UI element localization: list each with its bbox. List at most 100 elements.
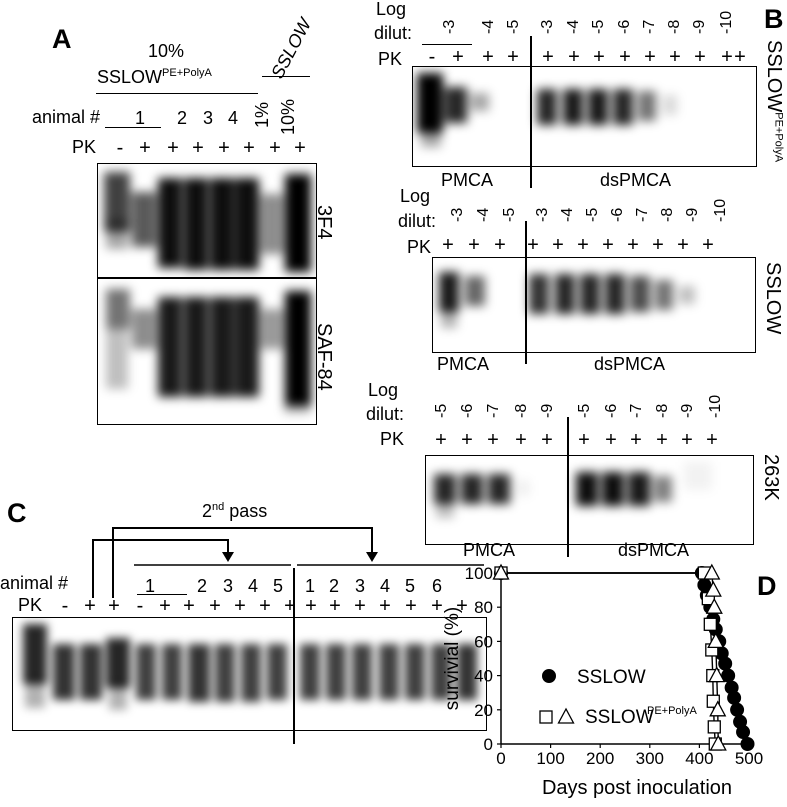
panel-c-pk-14: + bbox=[405, 595, 417, 617]
panel-a-animal-2: 2 bbox=[176, 108, 187, 128]
panel-b-gel2-pk-7: + bbox=[627, 234, 639, 256]
panel-c-gel-bands bbox=[23, 624, 477, 710]
panel-c-second-pass-sup: nd bbox=[212, 501, 225, 513]
chart-series-0-point-15 bbox=[736, 725, 751, 740]
panel-a-pk-1: + bbox=[139, 137, 151, 159]
panel-a-pk-label: PK bbox=[72, 137, 97, 157]
chart-x-tick-label-5: 500 bbox=[735, 749, 763, 768]
panel-c-group2-animal-1: 2 bbox=[328, 576, 339, 596]
chart-series-2-point-2 bbox=[704, 580, 722, 597]
panel-b-gel2-pk-9: + bbox=[677, 234, 689, 256]
panel-b-gel2-divider bbox=[525, 221, 527, 364]
chart-x-tick-label-2: 200 bbox=[586, 749, 614, 768]
chart-series-0-point-13 bbox=[730, 702, 745, 717]
panel-c-pk-16: + bbox=[456, 595, 468, 617]
chart-x-tick-label-0: 0 bbox=[496, 749, 505, 768]
panel-c-second-pass: 2nd pass bbox=[202, 501, 268, 521]
chart-y-axis-label: survivial (%) bbox=[442, 607, 463, 710]
chart-series-1-point-7 bbox=[707, 720, 721, 734]
panel-b-gel2-pk-3: + bbox=[527, 234, 539, 256]
panel-b-gel2-dilut-label: dilut: bbox=[398, 211, 437, 231]
panel-b-gel3-pk-5: + bbox=[578, 429, 590, 451]
panel-a-sample-underline bbox=[96, 93, 258, 95]
panel-a-gel-saf84 bbox=[97, 278, 317, 425]
panel-a-pk-5: + bbox=[243, 137, 255, 159]
chart-legend-sslow-marker bbox=[542, 669, 556, 683]
panel-b-gel1-pk-12: + bbox=[734, 46, 746, 68]
panel-b-gel2-pk-4: + bbox=[552, 234, 564, 256]
panel-c-group1-animal-4: 5 bbox=[272, 576, 283, 596]
panel-c-group2-animal-3: 4 bbox=[379, 576, 390, 596]
panel-c-group1-animal-1: 2 bbox=[196, 576, 207, 596]
chart-legend-pe-triangle-marker bbox=[557, 707, 575, 724]
panel-a-gel-3f4 bbox=[97, 163, 317, 278]
panel-a-gel-3f4-bands bbox=[104, 172, 311, 272]
chart-series-2-point-5 bbox=[708, 666, 726, 683]
panel-b-gel3-pk-label: PK bbox=[380, 429, 405, 449]
panel-b-gel1-pk-10: + bbox=[694, 46, 706, 68]
panel-a-animal-3: 3 bbox=[202, 108, 213, 128]
panel-b-gel3-pk-1: + bbox=[461, 429, 473, 451]
panel-b-gel1-dilut-label: dilut: bbox=[374, 23, 413, 43]
panel-a-pk-2: + bbox=[167, 137, 179, 159]
panel-b-gel1-pmca-label: PMCA bbox=[441, 170, 494, 190]
panel-a-sample-superscript: PE+PolyA bbox=[162, 67, 212, 79]
chart-legend-pe-label: SSLOW bbox=[585, 707, 654, 728]
panel-c-pk-6: + bbox=[209, 595, 221, 617]
chart-legend-pe-superscript: PE+PolyA bbox=[647, 705, 697, 717]
panel-a-animal-1-underline bbox=[105, 127, 161, 129]
panel-c-pk-15: + bbox=[431, 595, 443, 617]
panel-b-gel1 bbox=[412, 66, 757, 167]
panel-a-animal-1: 1 bbox=[134, 108, 145, 128]
panel-c-pk-5: + bbox=[183, 595, 195, 617]
panel-c-pk-8: + bbox=[259, 595, 271, 617]
panel-b-gel3-pk-3: + bbox=[515, 429, 527, 451]
panel-a-sample-name: SSLOWPE+PolyA bbox=[97, 67, 212, 87]
panel-c-divider bbox=[293, 568, 295, 744]
chart-series-2-point-4 bbox=[707, 632, 725, 649]
panel-b-gel1-pk-0: - bbox=[428, 46, 436, 68]
panel-a-header-percent: 10% bbox=[148, 41, 185, 61]
panel-d-letter: D bbox=[757, 571, 777, 601]
panel-c-group2-animal-2: 3 bbox=[354, 576, 365, 596]
chart-y-tick-label-2: 40 bbox=[474, 667, 493, 686]
panel-a-pk-row: -+++++++ bbox=[108, 137, 308, 159]
panel-c-pk-1: + bbox=[84, 595, 96, 617]
panel-c-group2-animal-4: 5 bbox=[404, 576, 415, 596]
panel-b-gel2 bbox=[432, 257, 756, 353]
panel-c-pk-7: + bbox=[234, 595, 246, 617]
panel-b-gel2-pmca-label: PMCA bbox=[437, 354, 490, 374]
panel-b-gel3-pk-10: + bbox=[706, 429, 718, 451]
panel-a-reference-underline bbox=[262, 76, 310, 78]
chart-y-tick-label-3: 60 bbox=[474, 632, 493, 651]
panel-c-letter: C bbox=[7, 498, 27, 528]
panel-b-gel3-pk-0: + bbox=[435, 429, 447, 451]
panel-c-second-pass-tail: pass bbox=[224, 501, 268, 521]
chart-series-1-point-3 bbox=[703, 617, 717, 631]
panel-b-gel1-dspmca-label: dsPMCA bbox=[600, 170, 672, 190]
panel-b-gel3-pk-8: + bbox=[656, 429, 668, 451]
chart-series-2-point-0 bbox=[492, 563, 510, 580]
panel-b-gel1-bands bbox=[417, 73, 677, 147]
panel-a-letter: A bbox=[52, 24, 72, 54]
panel-b-gel3-pk-9: + bbox=[681, 429, 693, 451]
panel-b-gel1-pk-4: + bbox=[542, 46, 554, 68]
panel-b-gel2-bands bbox=[439, 272, 695, 328]
panel-c-pk-2: + bbox=[108, 595, 120, 617]
panel-b-gel3-pk-7: + bbox=[630, 429, 642, 451]
panel-a-sample-label: SSLOW bbox=[97, 67, 163, 87]
panel-c-pk-13: + bbox=[379, 595, 391, 617]
panel-c-pk-label: PK bbox=[18, 595, 43, 615]
panel-c-animal-label: animal # bbox=[0, 573, 69, 593]
panel-b-gel3-dspmca-label: dsPMCA bbox=[618, 540, 690, 560]
panel-c-pk-4: + bbox=[159, 595, 171, 617]
panel-c-group1-animal-3: 4 bbox=[247, 576, 258, 596]
panel-c-pk-3: - bbox=[136, 595, 144, 617]
panel-c-pk-10: + bbox=[305, 595, 317, 617]
panel-b-gel1-pk-5: + bbox=[568, 46, 580, 68]
chart-x-tick-label-1: 100 bbox=[536, 749, 564, 768]
panel-c-pk-9: + bbox=[284, 595, 296, 617]
panel-a-pk-6: + bbox=[269, 137, 281, 159]
panel-b-gel1-log-label: Log bbox=[376, 0, 407, 19]
panel-b-gel1-pk-7: + bbox=[619, 46, 631, 68]
